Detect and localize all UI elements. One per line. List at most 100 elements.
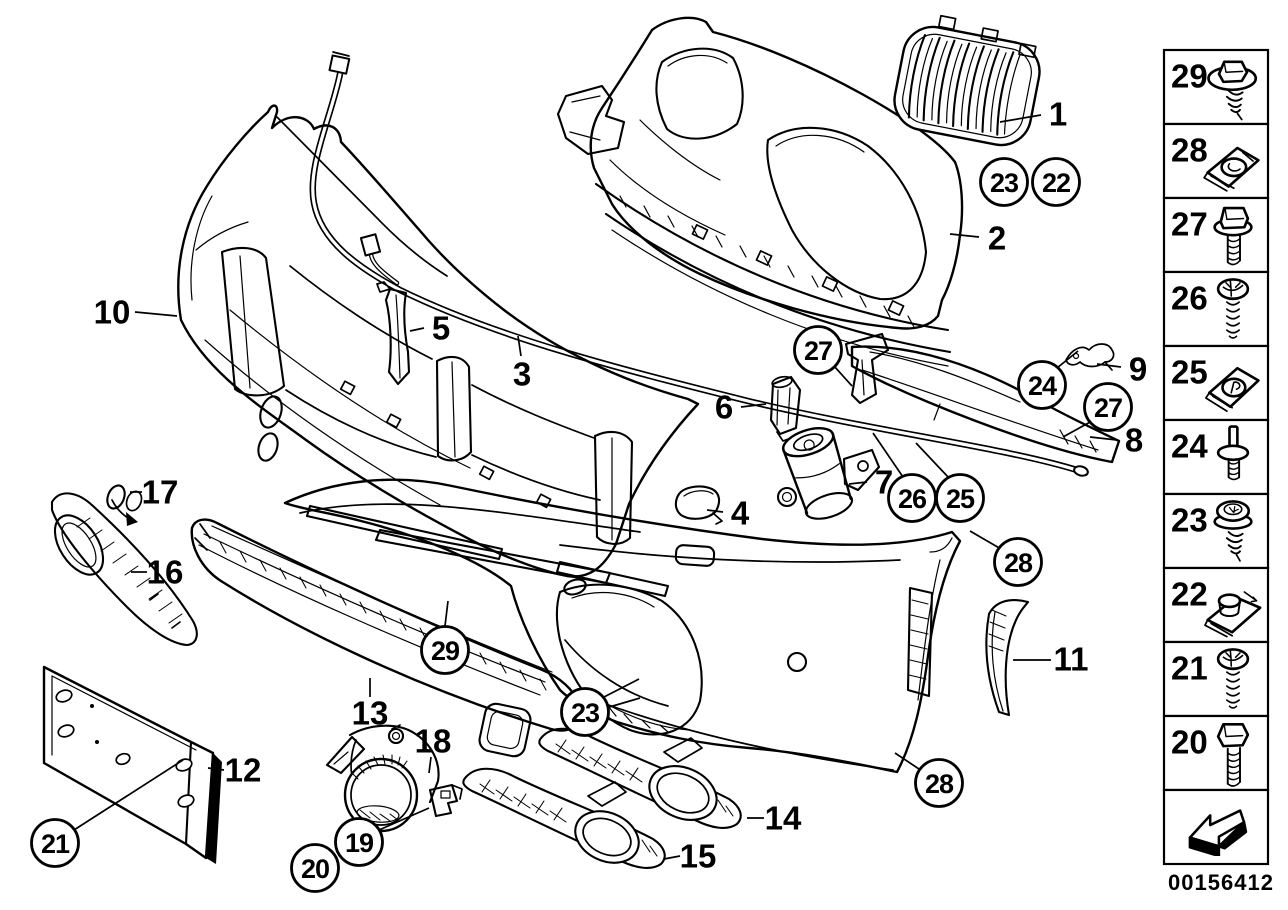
fastener-legend-item-24[interactable]: 24 bbox=[1162, 418, 1270, 496]
callout-27[interactable]: 27 bbox=[1062, 382, 1133, 438]
leader-line bbox=[949, 233, 980, 238]
callout-number: 29 bbox=[431, 636, 460, 666]
callout-13[interactable]: 13 bbox=[352, 678, 389, 732]
callout-23[interactable]: 23 bbox=[560, 678, 641, 737]
fastener-number: 29 bbox=[1171, 58, 1208, 95]
leader-line bbox=[848, 481, 868, 485]
callout-20[interactable]: 20 bbox=[290, 843, 340, 893]
fog-grille-right-part-14 bbox=[538, 727, 742, 829]
callout-6[interactable]: 6 bbox=[715, 389, 767, 426]
callout-14[interactable]: 14 bbox=[747, 800, 802, 837]
fastener-legend-item-27[interactable]: 27 bbox=[1162, 196, 1270, 274]
fastener-box bbox=[1162, 640, 1270, 718]
callout-circle bbox=[1083, 382, 1133, 432]
callout-number: 14 bbox=[765, 800, 802, 837]
fastener-legend-item-29[interactable]: 29 bbox=[1162, 48, 1270, 126]
callout-number: 19 bbox=[345, 828, 374, 858]
callout-number: 22 bbox=[1042, 168, 1070, 198]
callout-circle bbox=[914, 758, 964, 808]
leader-line bbox=[409, 327, 425, 332]
leader-line bbox=[603, 678, 640, 698]
callout-number: 5 bbox=[432, 310, 450, 347]
cover-cap-part-4 bbox=[674, 485, 723, 525]
fastener-legend-item-23[interactable]: 23 bbox=[1162, 492, 1270, 570]
callout-circle bbox=[979, 157, 1029, 207]
leader-line bbox=[833, 365, 853, 387]
callout-18[interactable]: 18 bbox=[415, 723, 452, 774]
callout-17[interactable]: 17 bbox=[130, 474, 178, 511]
callout-25[interactable]: 25 bbox=[915, 442, 985, 523]
callout-4[interactable]: 4 bbox=[706, 495, 750, 532]
callout-number: 24 bbox=[1028, 371, 1057, 401]
callout-9[interactable]: 9 bbox=[1096, 351, 1147, 388]
callout-number: 25 bbox=[946, 484, 975, 514]
callout-circle bbox=[560, 687, 610, 737]
callout-number: 9 bbox=[1129, 351, 1147, 388]
fastener-number: 23 bbox=[1171, 502, 1208, 539]
fastener-legend-item-25[interactable]: 25 bbox=[1162, 344, 1270, 422]
callout-circle bbox=[887, 473, 937, 523]
leader-line bbox=[605, 697, 641, 709]
diagram-part-number: 00156412 bbox=[1168, 870, 1274, 895]
callout-7[interactable]: 7 bbox=[848, 464, 893, 501]
leader-line bbox=[134, 311, 178, 317]
callout-10[interactable]: 10 bbox=[94, 294, 178, 331]
callout-1[interactable]: 1 bbox=[999, 96, 1067, 133]
leader-line bbox=[517, 335, 522, 357]
leader-line bbox=[999, 114, 1042, 123]
leader-line bbox=[1062, 420, 1093, 438]
direction-arrow-box bbox=[1162, 788, 1270, 866]
leader-line bbox=[207, 767, 225, 771]
fastener-number: 26 bbox=[1171, 280, 1208, 317]
fastener-legend-item-22[interactable]: 22 bbox=[1162, 566, 1270, 644]
fastener-number: 22 bbox=[1171, 576, 1208, 613]
callout-16[interactable]: 16 bbox=[131, 554, 183, 591]
callout-2[interactable]: 2 bbox=[949, 220, 1006, 257]
leader-line bbox=[915, 442, 950, 479]
callout-27[interactable]: 27 bbox=[793, 325, 853, 387]
support-rail-part-8 bbox=[850, 345, 1121, 464]
callout-circle bbox=[420, 625, 470, 675]
callout-23[interactable]: 23 bbox=[979, 157, 1029, 207]
bumper-trim-upper-part-10 bbox=[177, 104, 700, 598]
callout-number: 28 bbox=[925, 769, 954, 799]
callout-24[interactable]: 24 bbox=[1017, 350, 1079, 410]
callout-19[interactable]: 19 bbox=[334, 807, 430, 867]
callout-29[interactable]: 29 bbox=[420, 600, 470, 675]
callout-3[interactable]: 3 bbox=[513, 335, 531, 393]
callout-11[interactable]: 11 bbox=[1013, 641, 1088, 678]
callout-number: 1 bbox=[1049, 96, 1067, 133]
fastener-box bbox=[1162, 196, 1270, 274]
fastener-number: 25 bbox=[1171, 354, 1208, 391]
callout-26[interactable]: 26 bbox=[872, 432, 937, 523]
callout-28[interactable]: 28 bbox=[894, 752, 964, 808]
callout-8[interactable]: 8 bbox=[1089, 422, 1143, 459]
clip-part-9 bbox=[1065, 343, 1115, 371]
callout-22[interactable]: 22 bbox=[1031, 157, 1081, 207]
leader-line bbox=[444, 600, 449, 627]
callout-15[interactable]: 15 bbox=[663, 838, 716, 875]
callout-number: 27 bbox=[1094, 393, 1122, 423]
leader-line bbox=[663, 855, 681, 860]
callout-number: 20 bbox=[301, 854, 329, 884]
fastener-legend-item-20[interactable]: 20 bbox=[1162, 714, 1270, 792]
leader-line bbox=[1089, 436, 1118, 441]
fastener-box bbox=[1162, 492, 1270, 570]
fastener-legend-item-26[interactable]: 26 bbox=[1162, 270, 1270, 348]
fastener-number: 28 bbox=[1171, 132, 1208, 169]
fastener-legend-item-28[interactable]: 28 bbox=[1162, 122, 1270, 200]
washer-hose-part bbox=[309, 51, 1089, 477]
callout-5[interactable]: 5 bbox=[409, 310, 450, 347]
callout-number: 4 bbox=[731, 495, 750, 532]
callout-number: 13 bbox=[352, 695, 389, 732]
callout-12[interactable]: 12 bbox=[207, 752, 262, 789]
leader-line bbox=[1096, 363, 1122, 368]
callout-21[interactable]: 21 bbox=[30, 759, 184, 868]
callout-28[interactable]: 28 bbox=[969, 530, 1043, 587]
leader-line bbox=[73, 759, 184, 831]
fastener-legend-item-21[interactable]: 21 bbox=[1162, 640, 1270, 718]
callout-number: 12 bbox=[225, 752, 262, 789]
